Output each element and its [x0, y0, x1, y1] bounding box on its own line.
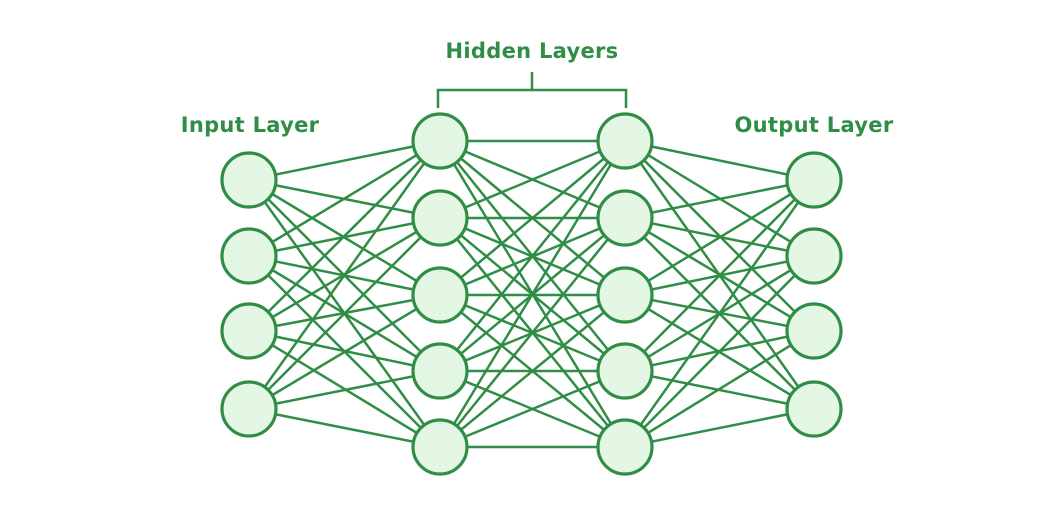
connection-hidden-2-to-output	[624, 179, 815, 372]
connection-hidden-1-to-hidden-2	[439, 294, 626, 448]
neuron-node-output-1	[785, 151, 843, 209]
connection-hidden-1-to-hidden-2	[438, 140, 627, 448]
neuron-node-output-2	[785, 227, 843, 285]
connection-hidden-1-to-hidden-2	[439, 139, 626, 220]
input-layer-label: Input Layer	[180, 113, 320, 137]
connection-hidden-2-to-output	[623, 179, 816, 448]
neuron-node-output-3	[785, 302, 843, 360]
neuron-node-input-4	[220, 380, 278, 438]
connection-hidden-2-to-output	[624, 255, 815, 448]
neuron-node-hidden-2-3	[596, 266, 654, 324]
neuron-node-hidden-1-1	[411, 112, 469, 170]
neuron-node-hidden-1-2	[411, 189, 469, 247]
connection-input-to-hidden-1	[248, 140, 441, 332]
connection-input-to-hidden-1	[248, 369, 441, 411]
output-layer-label: Output Layer	[734, 113, 894, 137]
connection-hidden-1-to-hidden-2	[439, 140, 626, 372]
connection-hidden-2-to-output	[624, 139, 815, 182]
connection-hidden-2-to-output	[624, 178, 815, 220]
connection-input-to-hidden-1	[248, 407, 441, 449]
connection-hidden-1-to-hidden-2	[439, 217, 626, 448]
hidden-layers-label: Hidden Layers	[445, 39, 619, 63]
connection-input-to-hidden-1	[247, 140, 442, 410]
neuron-node-input-1	[220, 151, 278, 209]
neuron-node-hidden-2-1	[596, 112, 654, 170]
neuron-node-output-4	[785, 380, 843, 438]
neuron-node-hidden-1-3	[411, 266, 469, 324]
neuron-node-hidden-1-5	[411, 418, 469, 476]
connection-hidden-2-to-output	[624, 329, 815, 449]
neuron-node-hidden-1-4	[411, 342, 469, 400]
neuron-node-hidden-2-2	[596, 189, 654, 247]
connection-hidden-1-to-hidden-2	[439, 140, 626, 296]
connection-input-to-hidden-1	[248, 293, 441, 411]
neuron-node-hidden-2-4	[596, 342, 654, 400]
neuron-node-hidden-2-5	[596, 418, 654, 476]
connection-hidden-2-to-output	[624, 178, 815, 297]
connection-input-to-hidden-1	[248, 139, 441, 182]
connection-hidden-2-to-output	[624, 407, 815, 449]
hidden-layers-bracket	[436, 72, 628, 108]
neuron-node-input-3	[220, 302, 278, 360]
connection-input-to-hidden-1	[248, 217, 441, 410]
connection-hidden-1-to-hidden-2	[439, 369, 626, 449]
neuron-node-input-2	[220, 227, 278, 285]
connection-input-to-hidden-1	[248, 139, 441, 258]
